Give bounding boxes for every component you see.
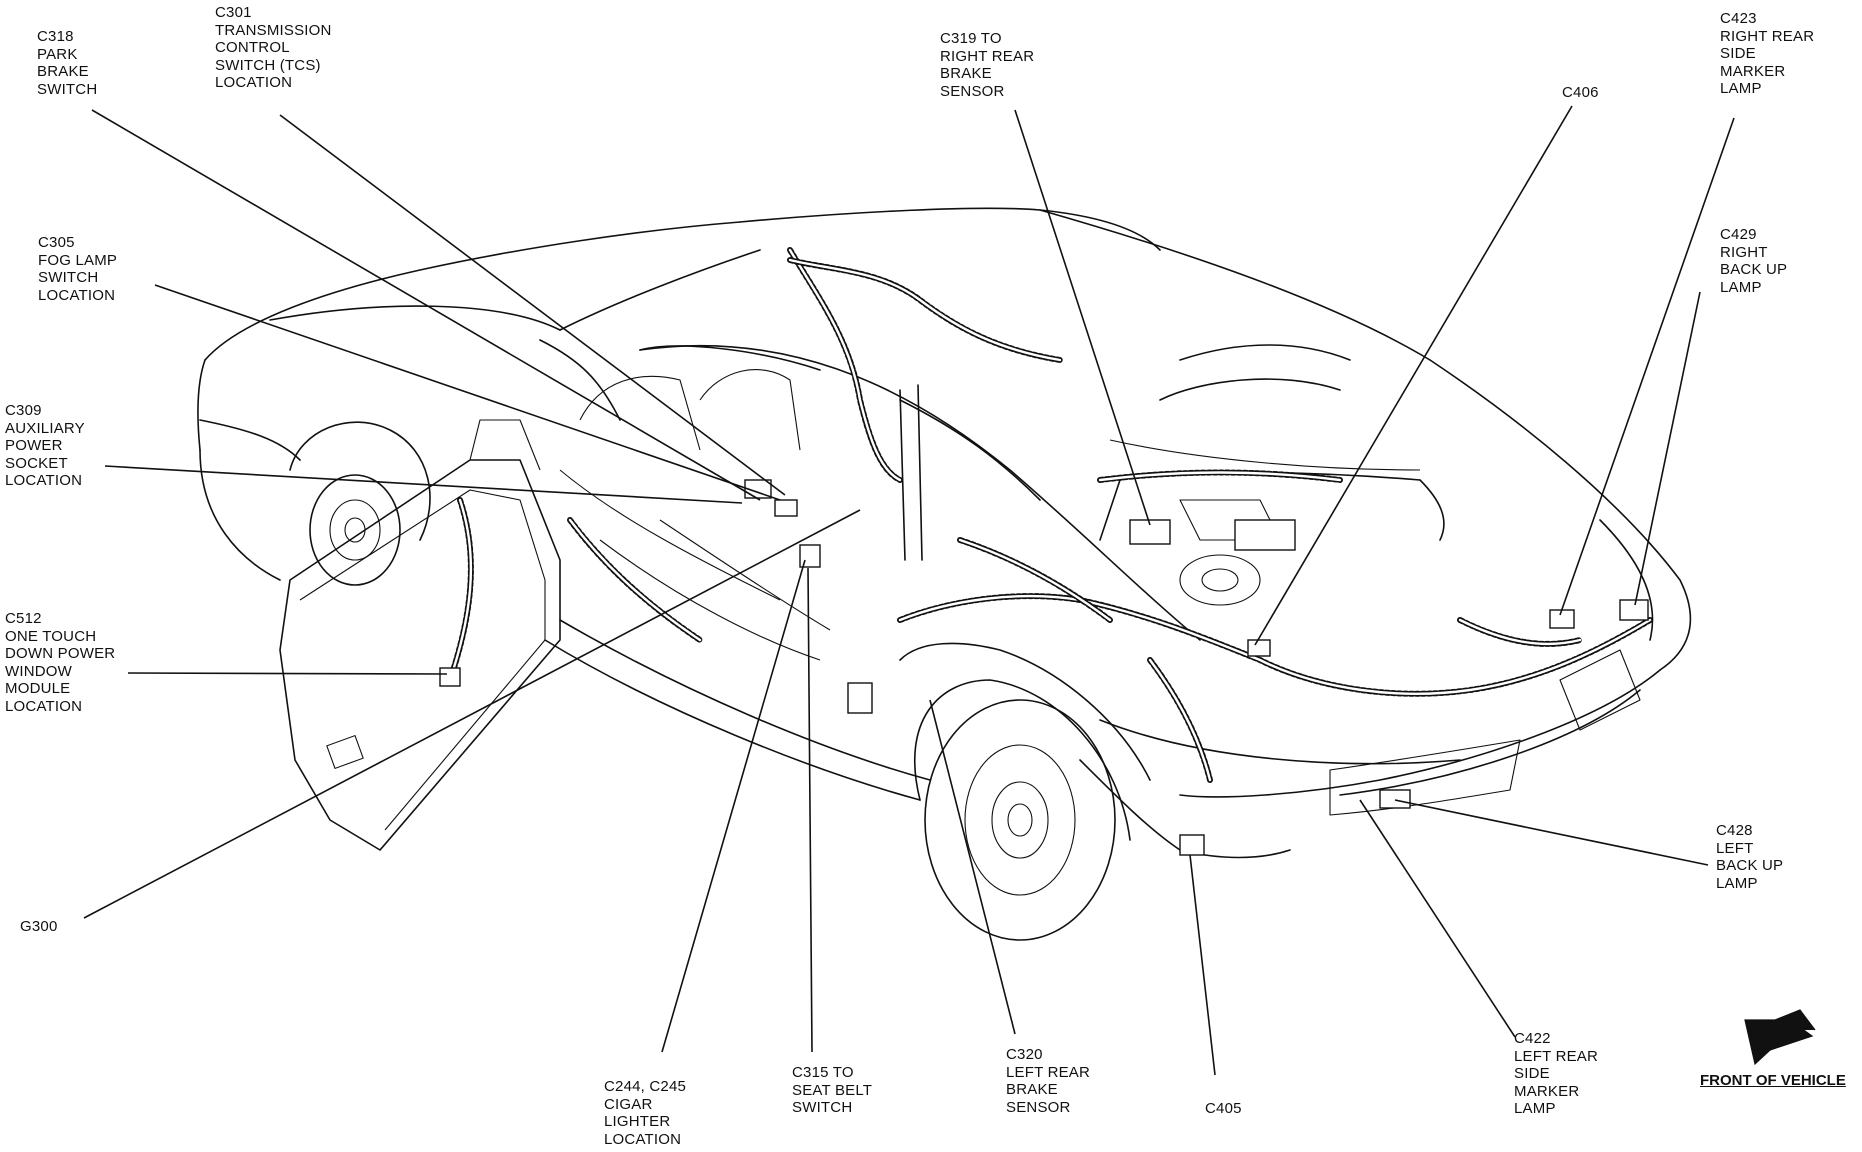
front-of-vehicle-label: FRONT OF VEHICLE: [1700, 1072, 1846, 1089]
label-c305: C305 FOG LAMP SWITCH LOCATION: [38, 234, 118, 304]
label-c301: C301 TRANSMISSION CONTROL SWITCH (TCS) L…: [215, 4, 332, 91]
label-c405: C405: [1205, 1100, 1242, 1117]
label-c423: C423 RIGHT REAR SIDE MARKER LAMP: [1720, 10, 1815, 97]
label-c406: C406: [1562, 84, 1599, 101]
label-c309: C309 AUXILIARY POWER SOCKET LOCATION: [5, 402, 85, 489]
label-c428: C428 LEFT BACK UP LAMP: [1716, 822, 1784, 892]
label-c315: C315 TO SEAT BELT SWITCH: [792, 1064, 873, 1116]
label-c422: C422 LEFT REAR SIDE MARKER LAMP: [1514, 1030, 1599, 1117]
label-c512: C512 ONE TOUCH DOWN POWER WINDOW MODULE …: [5, 610, 116, 715]
label-c320: C320 LEFT REAR BRAKE SENSOR: [1006, 1046, 1091, 1116]
label-c318: C318 PARK BRAKE SWITCH: [37, 28, 98, 98]
leader-lines: [83, 105, 1735, 1076]
label-c319: C319 TO RIGHT REAR BRAKE SENSOR: [940, 30, 1035, 100]
front-direction-arrow-icon: [1744, 1009, 1816, 1066]
connector-blocks: [439, 479, 1649, 856]
label-c429: C429 RIGHT BACK UP LAMP: [1720, 226, 1788, 296]
wiring-harness: [447, 247, 1653, 783]
label-c244-c245: C244, C245 CIGAR LIGHTER LOCATION: [604, 1078, 687, 1148]
label-g300: G300: [20, 918, 58, 935]
